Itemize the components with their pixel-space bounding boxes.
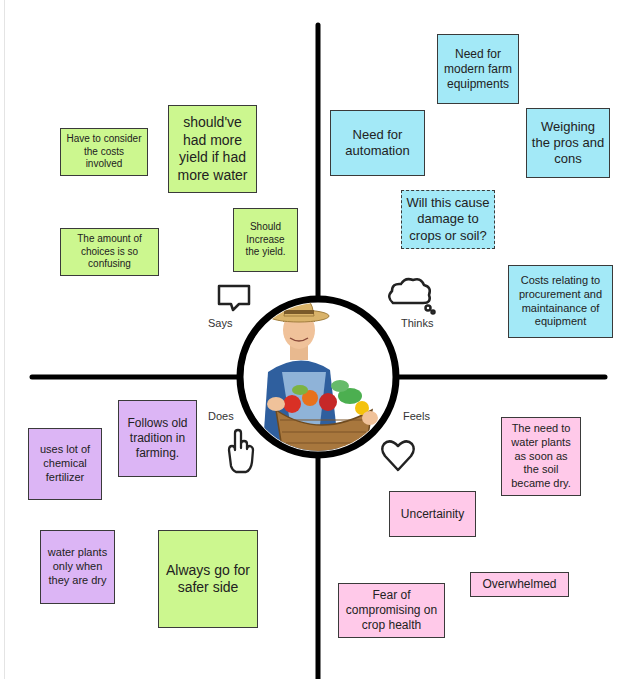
note-text: should've had more yield if had more wat… xyxy=(173,114,252,184)
sticky-note: Should Increase the yield. xyxy=(233,208,298,272)
note-text: Should Increase the yield. xyxy=(238,221,293,259)
sticky-note: Costs relating to procurement and mainta… xyxy=(508,265,613,338)
sticky-note: Fear of compromising on crop health xyxy=(338,583,445,638)
farmer-illustration xyxy=(240,294,400,460)
sticky-note: Need for automation xyxy=(330,110,425,176)
sticky-note: should've had more yield if had more wat… xyxy=(168,105,257,193)
note-text: Fear of compromising on crop health xyxy=(343,588,440,633)
feels-icon xyxy=(382,441,414,470)
note-text: Need for automation xyxy=(335,127,420,160)
note-text: The amount of choices is so confusing xyxy=(65,233,154,271)
note-text: Uncertainity xyxy=(401,507,464,522)
sticky-note: Need for modern farm equipments xyxy=(437,34,519,104)
does-icon xyxy=(229,430,253,472)
note-text: Weighing the pros and cons xyxy=(531,119,605,168)
quadrant-label: Does xyxy=(208,410,234,422)
note-text: Overwhelmed xyxy=(482,577,556,592)
sticky-note: Always go for safer side xyxy=(158,530,258,628)
sticky-note: Uncertainity xyxy=(389,491,476,537)
sticky-note: Have to consider the costs involved xyxy=(60,128,148,176)
note-text: Need for modern farm equipments xyxy=(442,47,514,92)
sticky-note: Follows old tradition in farming. xyxy=(118,400,197,477)
note-text: water plants only when they are dry xyxy=(45,546,110,587)
thinks-icon xyxy=(389,279,434,313)
sticky-note: Overwhelmed xyxy=(470,572,569,597)
sticky-note: Weighing the pros and cons xyxy=(526,108,610,178)
note-text: Will this cause damage to crops or soil? xyxy=(406,195,490,244)
says-icon xyxy=(219,286,249,310)
note-text: Always go for safer side xyxy=(163,562,253,597)
quadrant-label: Thinks xyxy=(401,317,433,329)
sticky-note: The need to water plants as soon as the … xyxy=(501,417,581,496)
sticky-note: The amount of choices is so confusing xyxy=(60,228,159,276)
quadrant-label: Says xyxy=(208,317,232,329)
note-text: Have to consider the costs involved xyxy=(65,133,143,171)
sticky-note: water plants only when they are dry xyxy=(40,530,115,604)
sticky-note: uses lot of chemical fertilizer xyxy=(28,428,102,500)
page-edge xyxy=(4,0,5,679)
quadrant-label: Feels xyxy=(403,410,430,422)
note-text: uses lot of chemical fertilizer xyxy=(33,443,97,484)
note-text: Costs relating to procurement and mainta… xyxy=(513,274,608,329)
sticky-note: Will this cause damage to crops or soil? xyxy=(401,190,495,249)
note-text: Follows old tradition in farming. xyxy=(123,416,192,461)
note-text: The need to water plants as soon as the … xyxy=(506,422,576,491)
